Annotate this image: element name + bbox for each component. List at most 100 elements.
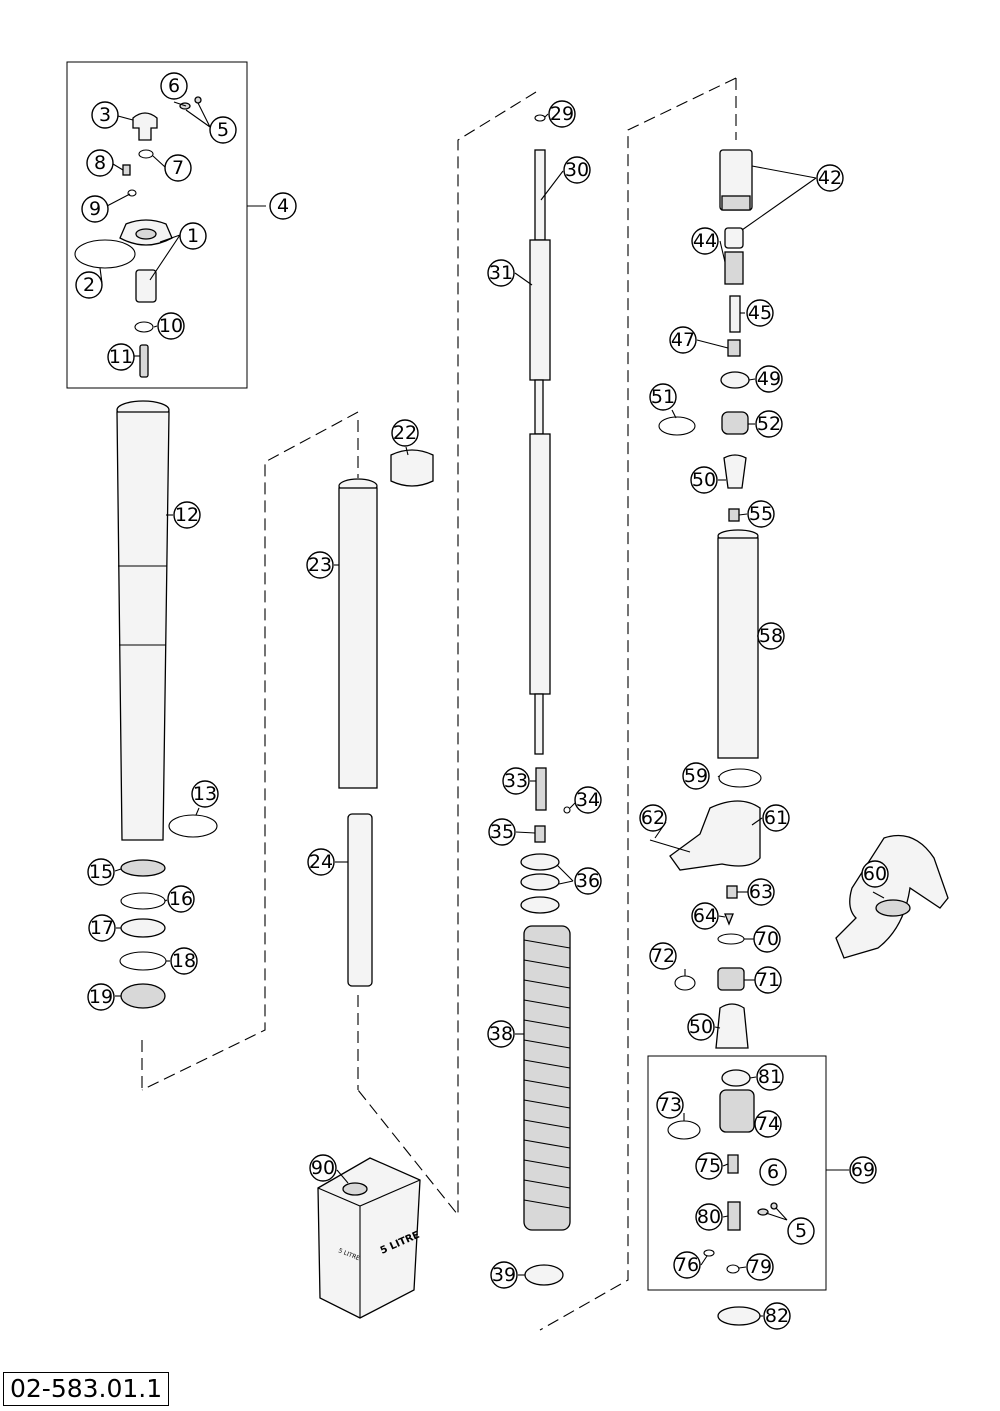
svg-text:29: 29 bbox=[550, 103, 574, 125]
fork-foot-60-part bbox=[835, 834, 949, 959]
damper-24-part bbox=[347, 813, 373, 987]
svg-text:60: 60 bbox=[863, 863, 887, 885]
callout-72: 72 bbox=[649, 942, 677, 970]
callout-80: 80 bbox=[695, 1203, 723, 1231]
svg-text:69: 69 bbox=[851, 1159, 875, 1181]
spring-35-part bbox=[534, 825, 546, 843]
svg-text:73: 73 bbox=[658, 1094, 682, 1116]
circlip-13-part bbox=[168, 814, 218, 838]
svg-text:6: 6 bbox=[767, 1161, 779, 1183]
bump-stop-50-lower-part bbox=[715, 1003, 749, 1049]
ball-34-part bbox=[563, 806, 571, 814]
svg-text:47: 47 bbox=[671, 329, 695, 351]
damper-tube-lower bbox=[529, 433, 551, 695]
oil-can-90-part bbox=[317, 1157, 421, 1319]
o-ring-76-part bbox=[703, 1249, 715, 1257]
callout-11: 11 bbox=[107, 343, 135, 371]
ring-81-part bbox=[721, 1069, 751, 1087]
svg-text:3: 3 bbox=[99, 104, 111, 126]
callout-44: 44 bbox=[691, 227, 719, 255]
damper-rod-bottom bbox=[534, 693, 544, 755]
svg-text:12: 12 bbox=[175, 504, 199, 526]
assembly-line-center bbox=[357, 91, 537, 1217]
callout-3: 3 bbox=[91, 101, 119, 129]
washer-36c-part bbox=[520, 896, 560, 914]
svg-text:75: 75 bbox=[697, 1155, 721, 1177]
oil-can-spout bbox=[342, 1182, 368, 1196]
callout-17: 17 bbox=[88, 914, 116, 942]
group-box-screw-cap bbox=[66, 61, 248, 389]
callout-9: 9 bbox=[81, 195, 109, 223]
svg-text:11: 11 bbox=[109, 346, 133, 368]
svg-text:71: 71 bbox=[756, 969, 780, 991]
callout-63: 63 bbox=[747, 878, 775, 906]
svg-text:44: 44 bbox=[693, 230, 717, 252]
nut-55-part bbox=[728, 508, 740, 522]
svg-text:33: 33 bbox=[504, 770, 528, 792]
svg-text:59: 59 bbox=[684, 765, 708, 787]
callout-90: 90 bbox=[309, 1154, 337, 1182]
callout-50-lower: 50 bbox=[687, 1013, 715, 1041]
leader-lines bbox=[99, 101, 885, 1317]
callout-79: 79 bbox=[746, 1253, 774, 1281]
svg-text:35: 35 bbox=[490, 821, 514, 843]
callout-18: 18 bbox=[170, 947, 198, 975]
callout-59: 59 bbox=[682, 762, 710, 790]
svg-text:61: 61 bbox=[764, 807, 788, 829]
svg-text:51: 51 bbox=[651, 386, 675, 408]
spring-seat-39-part bbox=[524, 1264, 564, 1286]
washer-36a-part bbox=[520, 853, 560, 871]
ring-18-part bbox=[119, 951, 167, 971]
svg-text:36: 36 bbox=[576, 870, 600, 892]
svg-text:16: 16 bbox=[169, 888, 193, 910]
callout-6-box: 6 bbox=[759, 1158, 787, 1186]
screw-8-part bbox=[122, 164, 131, 176]
svg-text:1: 1 bbox=[187, 225, 199, 247]
o-ring-59-part bbox=[718, 768, 762, 788]
callout-58: 58 bbox=[757, 622, 785, 650]
callout-2: 2 bbox=[75, 271, 103, 299]
callout-73: 73 bbox=[656, 1091, 684, 1119]
callout-81: 81 bbox=[756, 1063, 784, 1091]
svg-text:38: 38 bbox=[489, 1023, 513, 1045]
adjuster-screw-part bbox=[132, 112, 158, 141]
washer-49-part bbox=[720, 371, 750, 389]
o-ring-72-part bbox=[674, 975, 696, 991]
needle-75-part bbox=[727, 1154, 739, 1174]
svg-text:80: 80 bbox=[697, 1206, 721, 1228]
callout-45: 45 bbox=[746, 299, 774, 327]
bolt-62-part bbox=[649, 839, 691, 853]
callout-34: 34 bbox=[574, 786, 602, 814]
svg-text:74: 74 bbox=[756, 1113, 780, 1135]
damper-tube-31-part bbox=[529, 239, 551, 381]
callout-51: 51 bbox=[649, 383, 677, 411]
callout-33: 33 bbox=[502, 767, 530, 795]
svg-text:70: 70 bbox=[755, 928, 779, 950]
svg-text:5: 5 bbox=[217, 119, 229, 141]
drawing-number: 02-583.01.1 bbox=[3, 1372, 170, 1406]
svg-text:90: 90 bbox=[311, 1157, 335, 1179]
svg-text:58: 58 bbox=[759, 625, 783, 647]
bump-stop-50-upper-part bbox=[723, 454, 747, 489]
inner-tube-part bbox=[338, 487, 378, 789]
callout-60: 60 bbox=[861, 860, 889, 888]
callout-50: 50 bbox=[690, 466, 718, 494]
axle-clamp-61-part bbox=[669, 800, 761, 871]
callout-38: 38 bbox=[487, 1020, 515, 1048]
o-ring-9-part bbox=[127, 189, 137, 197]
callout-69: 69 bbox=[849, 1156, 877, 1184]
callout-49: 49 bbox=[755, 365, 783, 393]
nut-42-part bbox=[724, 227, 744, 249]
callout-39: 39 bbox=[490, 1261, 518, 1289]
svg-text:6: 6 bbox=[168, 75, 180, 97]
svg-text:9: 9 bbox=[89, 198, 101, 220]
svg-text:79: 79 bbox=[748, 1256, 772, 1278]
assembly-line-left bbox=[141, 411, 359, 1091]
svg-text:4: 4 bbox=[277, 195, 289, 217]
o-ring-29-part bbox=[534, 114, 546, 122]
o-ring-7-part bbox=[138, 149, 154, 159]
callout-10: 10 bbox=[157, 312, 185, 340]
bushing-22-part bbox=[390, 449, 434, 487]
o-ring-10-part bbox=[134, 321, 154, 333]
